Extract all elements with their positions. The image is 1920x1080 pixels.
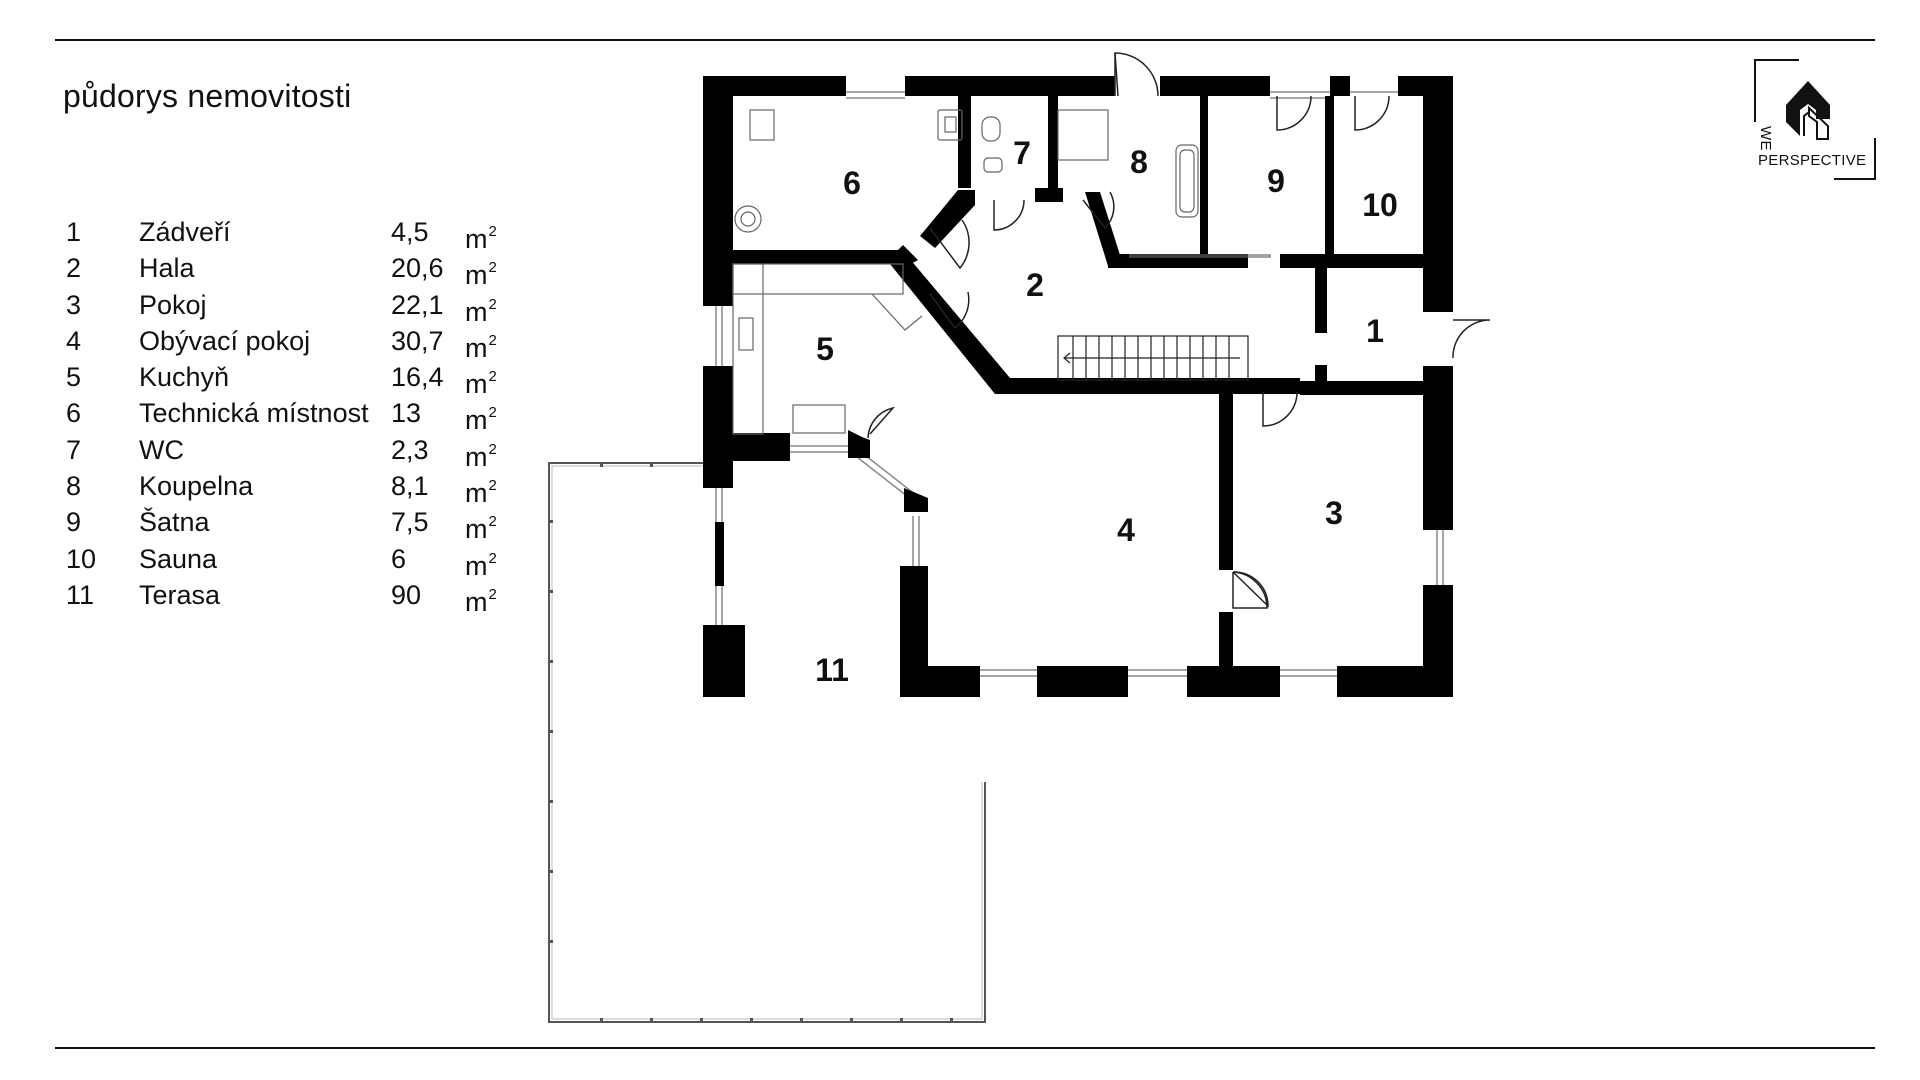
legend-area: 90 bbox=[391, 579, 422, 610]
legend-unit: m2 bbox=[465, 549, 497, 581]
room-label-4: 4 bbox=[1117, 512, 1135, 548]
doors bbox=[867, 52, 1491, 609]
legend-number: 5 bbox=[66, 362, 82, 393]
legend-unit: m2 bbox=[465, 295, 497, 327]
legend-number: 1 bbox=[66, 217, 82, 247]
legend-area: 6 bbox=[391, 543, 407, 574]
room-label-3: 3 bbox=[1325, 495, 1343, 531]
legend-area: 20,6 bbox=[391, 253, 444, 284]
legend-room-name: Pokoj bbox=[139, 289, 207, 320]
room-label-10: 10 bbox=[1362, 187, 1398, 223]
legend-unit: m2 bbox=[465, 477, 497, 509]
logo-text-perspective: PERSPECTIVE bbox=[1758, 152, 1867, 169]
legend-number: 4 bbox=[66, 325, 82, 356]
legend-unit: m2 bbox=[465, 368, 497, 400]
legend-room-name: Koupelna bbox=[139, 471, 254, 502]
legend-number: 7 bbox=[66, 434, 82, 465]
legend-unit: m2 bbox=[465, 259, 497, 291]
room-labels: 1 2 3 4 5 6 7 8 9 10 11 bbox=[815, 135, 1398, 688]
legend-room-name: Technická místnost bbox=[139, 398, 369, 429]
windows bbox=[715, 91, 1444, 677]
brand-logo: WE PERSPECTIVE bbox=[1752, 58, 1877, 183]
bottom-rule bbox=[55, 1047, 1875, 1049]
legend-number: 2 bbox=[66, 253, 82, 284]
legend-area: 4,5 bbox=[391, 217, 429, 247]
top-rule bbox=[55, 39, 1875, 41]
room-label-11: 11 bbox=[815, 652, 849, 688]
room-label-9: 9 bbox=[1267, 163, 1285, 199]
legend-room-name: WC bbox=[139, 434, 184, 465]
legend-unit: m2 bbox=[465, 331, 497, 363]
legend-room-name: Sauna bbox=[139, 543, 218, 574]
walls bbox=[703, 76, 1453, 697]
legend-unit: m2 bbox=[465, 223, 497, 254]
legend-room-name: Hala bbox=[139, 253, 195, 284]
legend-number: 8 bbox=[66, 471, 82, 502]
logo-text-we: WE bbox=[1757, 126, 1774, 151]
legend-unit: m2 bbox=[465, 440, 497, 472]
page-title: půdorys nemovitosti bbox=[63, 78, 352, 114]
legend-room-name: Obývací pokoj bbox=[139, 325, 311, 356]
legend-number: 11 bbox=[66, 579, 95, 610]
staircase bbox=[1057, 335, 1249, 381]
room-label-6: 6 bbox=[843, 165, 861, 201]
legend-number: 6 bbox=[66, 398, 82, 429]
legend-unit: m2 bbox=[465, 513, 497, 545]
legend-area: 8,1 bbox=[391, 471, 429, 502]
legend-room-name: Zádveří bbox=[139, 217, 231, 247]
legend-area: 30,7 bbox=[391, 325, 444, 356]
legend-number: 9 bbox=[66, 507, 82, 538]
legend-room-name: Šatna bbox=[139, 507, 210, 538]
legend-area: 7,5 bbox=[391, 507, 429, 538]
room-label-2: 2 bbox=[1026, 267, 1044, 303]
legend-area: 2,3 bbox=[391, 434, 429, 465]
legend-area: 13 bbox=[391, 398, 422, 429]
house-icon bbox=[1754, 59, 1876, 180]
room-label-1: 1 bbox=[1366, 313, 1384, 349]
legend-area: 22,1 bbox=[391, 289, 444, 320]
terrace-posts bbox=[548, 462, 953, 1023]
room-label-7: 7 bbox=[1013, 135, 1031, 171]
legend-number: 10 bbox=[66, 543, 97, 574]
room-label-8: 8 bbox=[1130, 144, 1148, 180]
legend-room-name: Kuchyň bbox=[139, 362, 230, 393]
legend-area: 16,4 bbox=[391, 362, 444, 393]
legend-room-name: Terasa bbox=[139, 579, 221, 610]
legend-unit: m2 bbox=[465, 404, 497, 436]
legend-unit: m2 bbox=[465, 585, 497, 617]
legend-number: 3 bbox=[66, 289, 82, 320]
fixtures bbox=[732, 109, 1271, 435]
room-label-5: 5 bbox=[816, 331, 834, 367]
